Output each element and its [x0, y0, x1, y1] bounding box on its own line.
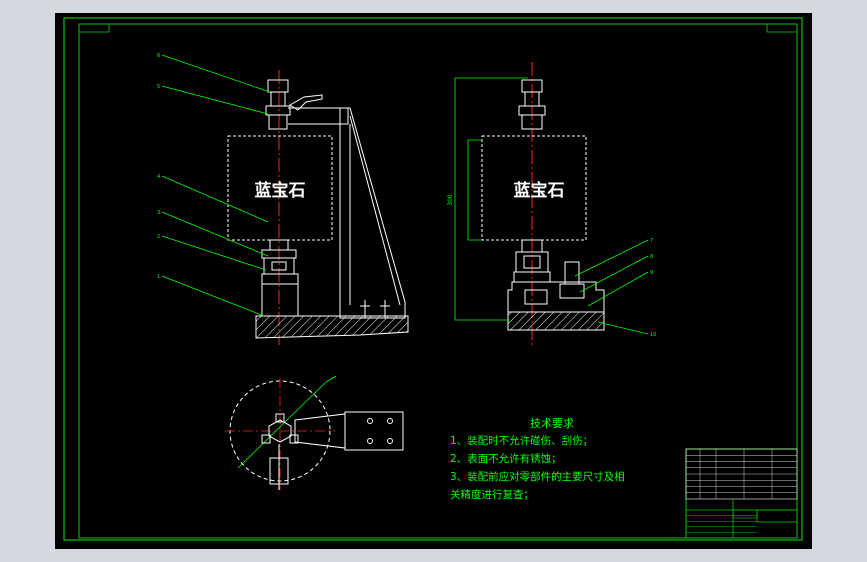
balloon-9: 9: [650, 270, 653, 276]
front-top-collar: [268, 114, 288, 130]
front-clamp-lever: [289, 94, 323, 111]
parts-list-rows: [686, 449, 797, 499]
balloon-3: 3: [157, 210, 160, 216]
front-sapphire-label: 蓝宝石: [255, 180, 306, 201]
tech-item-3: 3、装配前应对零部件的主要尺寸及相: [450, 470, 625, 483]
tech-item-4: 关精度进行复查；: [450, 488, 534, 501]
top-view: [225, 375, 404, 490]
inner-frame: [78, 23, 798, 539]
front-view: 蓝宝石: [227, 70, 409, 345]
leader-4: [161, 175, 269, 223]
tech-item-1: 1、装配时不允许碰伤、刮伤；: [450, 434, 593, 447]
leader-7: [574, 239, 649, 277]
balloon-4: 4: [157, 174, 160, 180]
balloon-5: 5: [157, 84, 160, 90]
top-view-jaw-b: [261, 434, 271, 444]
outer-frame: [63, 17, 803, 541]
leader-10: [597, 321, 649, 335]
front-arm: [288, 107, 349, 125]
side-leaders: 7 8 9 10: [574, 238, 656, 338]
corner-mark-topleft: [78, 23, 110, 33]
top-view-mounting-plate: [344, 411, 404, 451]
side-dimension-inner: [467, 139, 482, 241]
side-chuck-jaw: [523, 255, 541, 269]
leader-9: [587, 271, 649, 307]
balloon-6: 6: [157, 53, 160, 59]
top-view-radius-dim-extension: [325, 375, 337, 383]
front-leaders: 6 5 4 3 2 1: [157, 53, 271, 317]
top-view-chuck: [268, 419, 292, 443]
top-view-jaw-a: [275, 413, 285, 423]
side-clamp-block: [524, 289, 548, 305]
corner-mark-topright: [766, 23, 798, 33]
side-view: 蓝宝石 300: [447, 62, 605, 345]
side-base-hatch: [507, 311, 605, 331]
top-view-hole-2: [387, 418, 393, 424]
front-chuck-jaw: [271, 261, 287, 271]
leader-1: [161, 275, 265, 317]
sheet-background: [55, 13, 812, 549]
side-dimension-text: 300: [447, 194, 454, 206]
title-block: [685, 448, 798, 539]
title-block-small-cell: [732, 509, 758, 519]
front-column: [339, 107, 406, 319]
leader-6: [161, 54, 271, 93]
side-top-collar: [521, 114, 543, 130]
top-view-hole-1: [367, 418, 373, 424]
leader-3: [161, 211, 269, 257]
side-sapphire-label: 蓝宝石: [514, 180, 565, 201]
technical-requirements: 技术要求 1、装配时不允许碰伤、刮伤； 2、表面不允许有锈蚀； 3、装配前应对零…: [450, 417, 625, 501]
balloon-1: 1: [157, 274, 160, 280]
balloon-8: 8: [650, 254, 653, 260]
leader-8: [579, 255, 649, 293]
tech-title: 技术要求: [530, 417, 574, 430]
side-dimension-bracket: [454, 77, 528, 321]
top-view-radius-dim: [237, 381, 327, 469]
balloon-2: 2: [157, 234, 160, 240]
side-clamp-screw: [559, 283, 585, 299]
leader-2: [161, 235, 267, 271]
top-view-hole-4: [387, 438, 393, 444]
signature-rows: [686, 515, 757, 533]
top-view-hole-3: [367, 438, 373, 444]
front-ground-base: [255, 315, 409, 339]
leader-5: [161, 85, 269, 115]
balloon-7: 7: [650, 238, 653, 244]
top-view-jaw-c: [289, 434, 299, 444]
balloon-10: 10: [650, 332, 656, 338]
tech-item-2: 2、表面不允许有锈蚀；: [450, 452, 562, 465]
front-column-rib: [349, 115, 401, 306]
